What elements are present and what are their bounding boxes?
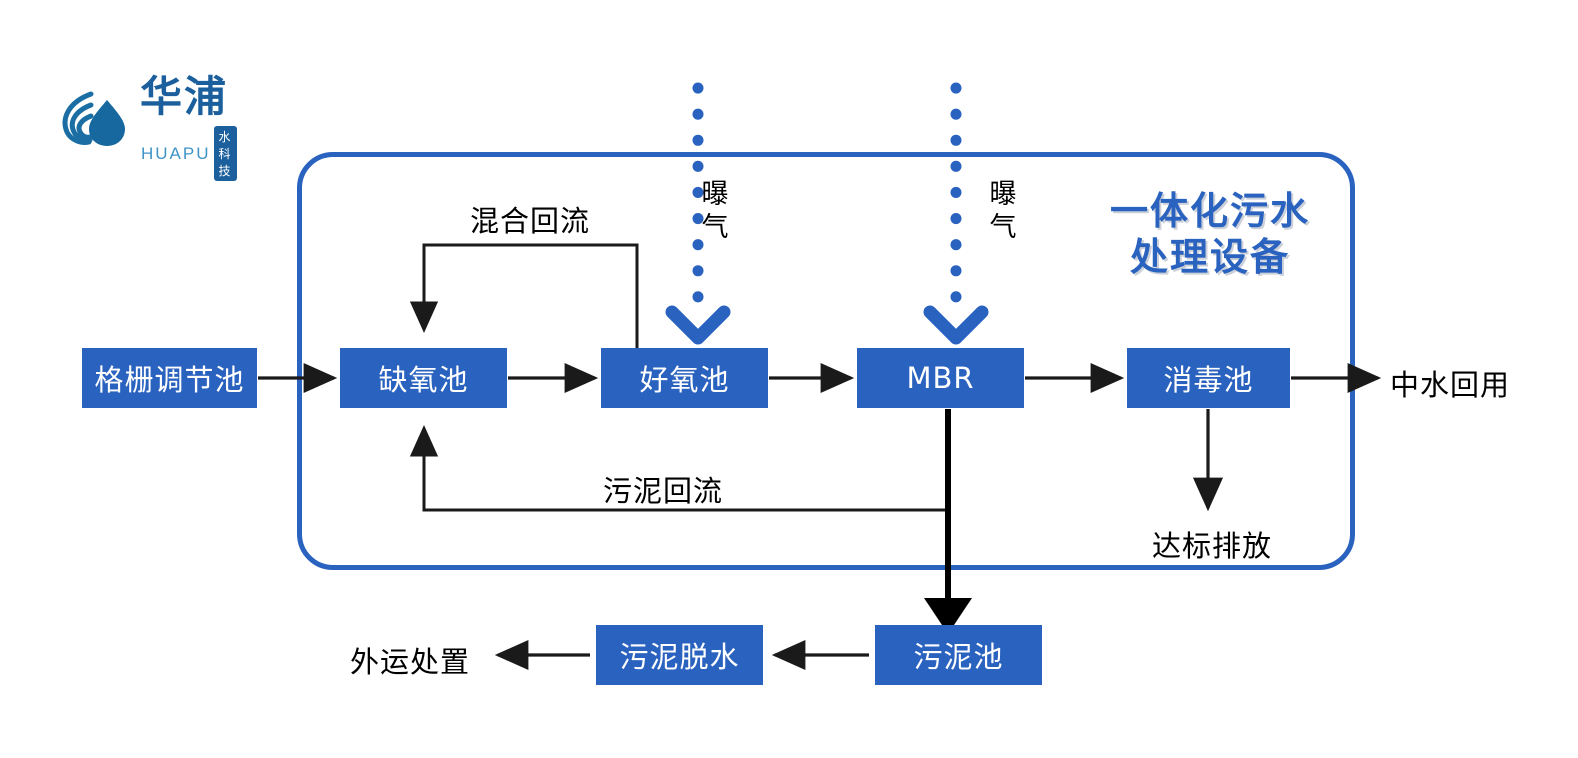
logo-wordmark: 华浦 bbox=[140, 72, 229, 121]
main-flow-arrows bbox=[258, 362, 1382, 512]
label-mixed-liquor-return: 混合回流 bbox=[470, 204, 591, 238]
equipment-title: 一体化污水处理设备 bbox=[1109, 189, 1310, 279]
aeration-chevron-1 bbox=[665, 305, 731, 345]
label-aeration-aerobic: 曝气 bbox=[701, 179, 729, 243]
label-offsite-disposal: 外运处置 bbox=[350, 645, 471, 679]
integrated-equipment-container bbox=[297, 152, 1355, 570]
process-box-disinfection-tank[interactable]: 消毒池 bbox=[1127, 348, 1290, 408]
sludge-return-arrow bbox=[409, 425, 948, 512]
process-box-grid-regulating-tank[interactable]: 格栅调节池 bbox=[82, 348, 257, 408]
mixed-liquor-return-arrow bbox=[409, 243, 639, 348]
process-box-sludge-tank[interactable]: 污泥池 bbox=[875, 625, 1042, 685]
label-aeration-mbr: 曝气 bbox=[989, 179, 1017, 243]
company-logo: 华浦 HUAPU 水科技 bbox=[55, 74, 237, 181]
mbr-to-sludge-pit-arrowhead bbox=[924, 598, 972, 634]
process-box-anoxic-tank[interactable]: 缺氧池 bbox=[340, 348, 507, 408]
process-box-sludge-dewatering[interactable]: 污泥脱水 bbox=[596, 625, 763, 685]
label-compliant-discharge: 达标排放 bbox=[1152, 529, 1273, 563]
label-sludge-return: 污泥回流 bbox=[603, 474, 724, 508]
aeration-lines bbox=[665, 82, 989, 345]
logo-badge-text: 水科技 bbox=[213, 126, 237, 181]
label-reclaimed-water-reuse: 中水回用 bbox=[1390, 368, 1511, 402]
logo-latin-text: HUAPU bbox=[141, 143, 211, 163]
process-box-aerobic-tank[interactable]: 好氧池 bbox=[601, 348, 768, 408]
logo-subtitle: HUAPU 水科技 bbox=[141, 126, 237, 181]
aeration-chevron-2 bbox=[923, 305, 989, 345]
process-box-mbr[interactable]: MBR bbox=[857, 348, 1024, 408]
water-droplet-waves-icon bbox=[62, 91, 125, 146]
